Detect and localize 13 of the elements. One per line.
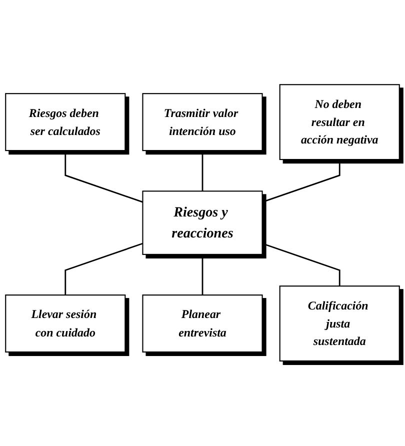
node-box: Llevar sesión con cuidado [5,294,126,353]
node-box: Riesgos y reacciones [142,190,263,256]
connector [202,254,204,296]
connector [202,150,204,192]
node-box: Trasmitir valor intención uso [142,93,263,152]
connector [64,150,143,203]
connector [262,243,340,286]
node-box: Riesgos deben ser calculados [5,93,126,152]
connector [262,160,340,203]
node-box: Calificación justa sustentada [279,286,400,362]
node-box: Planear entrevista [142,294,263,353]
connector [64,243,143,296]
node-box: No deben resultar en acción negativa [279,84,400,160]
